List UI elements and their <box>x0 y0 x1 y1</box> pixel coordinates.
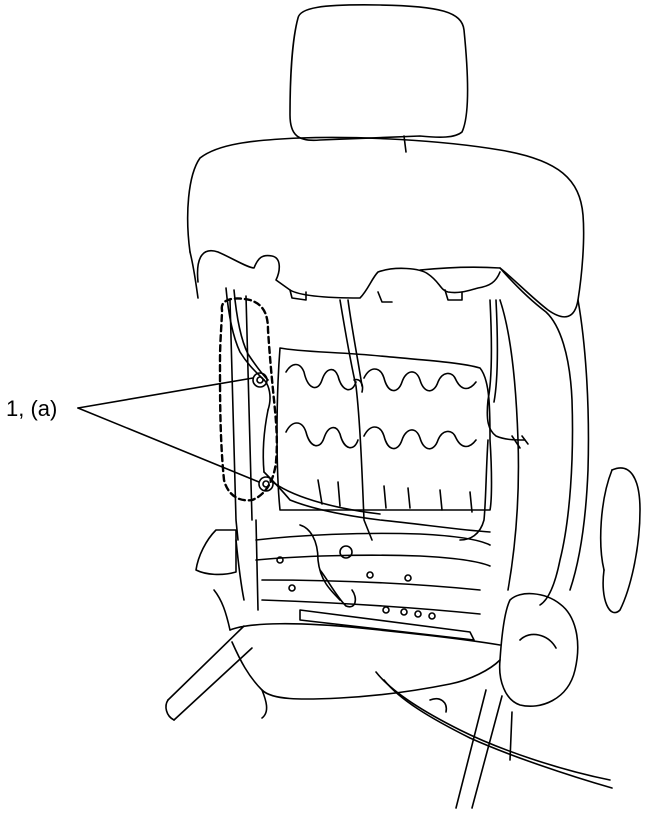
seat-back-shell <box>188 138 584 317</box>
left-lower-panel <box>166 530 252 720</box>
frame-members <box>230 296 258 610</box>
center-strap <box>340 300 372 540</box>
recliner-cover <box>500 594 578 707</box>
seat-cushion-base <box>230 610 612 808</box>
bolt-upper <box>253 373 267 387</box>
callout-leader-lines <box>78 378 259 482</box>
callout-label: 1, (a) <box>6 396 58 421</box>
headrest <box>290 5 468 152</box>
lower-cross-rail <box>256 525 490 619</box>
spring-mat <box>277 348 492 512</box>
bolt-lower <box>259 477 273 491</box>
wire-harness <box>226 288 528 540</box>
dashed-region-highlight <box>220 298 277 500</box>
